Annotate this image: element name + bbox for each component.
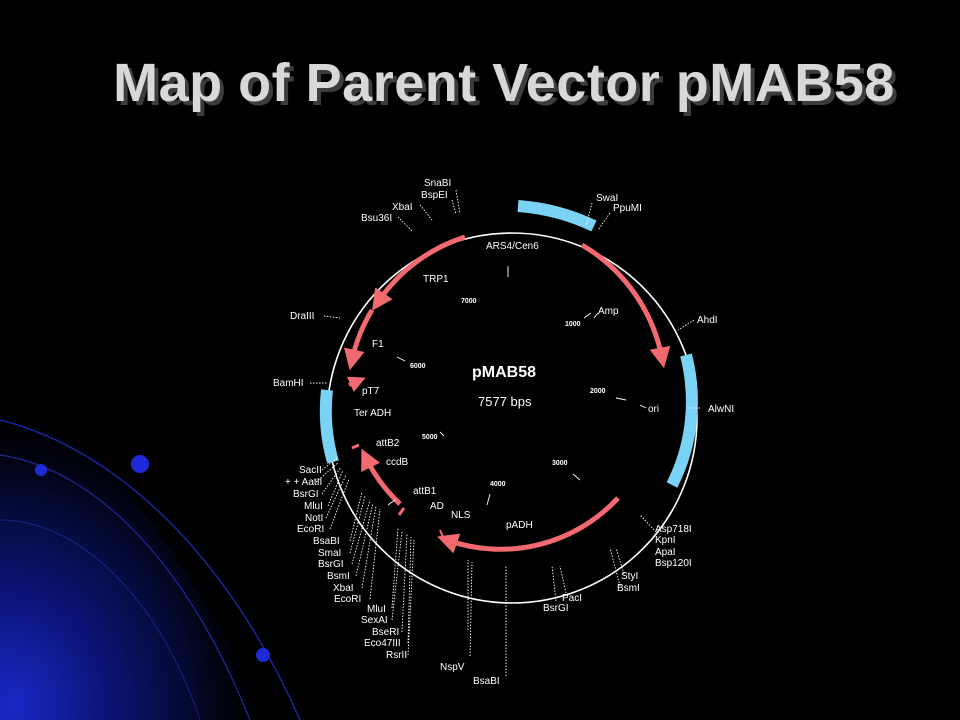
site-label: EcoRI [297, 524, 324, 535]
site-label: MluI [367, 604, 386, 615]
position-tick: 1000 [565, 321, 581, 328]
decor-dot [131, 455, 149, 473]
marker-block [517, 200, 597, 232]
site-label: BsmI [327, 571, 350, 582]
feature-arrow [439, 529, 446, 543]
site-label: AhdI [697, 315, 718, 326]
feature-arrow [346, 376, 366, 393]
feature-arrow [397, 507, 406, 516]
feature-label: ori [648, 404, 659, 415]
feature-label: F1 [372, 339, 384, 350]
feature-label: ARS4/Cen6 [486, 241, 539, 252]
plasmid-name: pMAB58 [472, 364, 536, 381]
site-label: PacI [562, 593, 582, 604]
site-label: SacII [299, 465, 322, 476]
decor-dot [256, 648, 270, 662]
feature-arrow [361, 448, 402, 506]
feature-arrow [351, 443, 360, 450]
site-label: DraIII [290, 311, 314, 322]
position-tick: 3000 [552, 460, 568, 467]
feature-arrow [437, 496, 620, 554]
site-label: KpnI [655, 535, 676, 546]
feature-arrow [580, 242, 671, 369]
site-label: BsaBI [313, 536, 340, 547]
site-label: RsrII [386, 650, 407, 661]
site-label: SwaI [596, 193, 618, 204]
site-label: BsrGI [293, 489, 319, 500]
site-label: Bsp120I [655, 558, 692, 569]
feature-label: Amp [598, 306, 619, 317]
feature-arrow [372, 234, 466, 311]
site-label: ApaI [655, 547, 676, 558]
feature-label: pADH [506, 520, 533, 531]
site-label: XbaI [333, 583, 354, 594]
marker-block [666, 353, 698, 488]
site-label: BseRI [372, 627, 399, 638]
site-label: AlwNI [708, 404, 734, 415]
site-label: Eco47III [364, 638, 401, 649]
position-tick: 6000 [410, 363, 426, 370]
site-label: BsrGI [543, 603, 569, 614]
feature-arrow [344, 308, 375, 371]
site-label: BsrGI [318, 559, 344, 570]
site-label: + + AatII [285, 477, 322, 488]
site-label: PpuMI [613, 203, 642, 214]
site-label: BsaBI [473, 676, 500, 687]
feature-label: TRP1 [423, 274, 449, 285]
site-label: Asp718I [655, 524, 692, 535]
feature-label: attB1 [413, 486, 437, 497]
feature-label: Ter ADH [354, 408, 391, 419]
site-label: BamHI [273, 378, 304, 389]
site-label: MluI [304, 501, 323, 512]
site-label: StyI [621, 571, 638, 582]
decor-dot [35, 464, 47, 476]
site-label: Bsu36I [361, 213, 392, 224]
site-label: SmaI [318, 548, 341, 559]
site-label: NotI [305, 513, 323, 524]
position-tick: 7000 [461, 298, 477, 305]
site-label: SnaBI [424, 178, 451, 189]
site-label: EcoRI [334, 594, 361, 605]
feature-label: AD [430, 501, 444, 512]
plasmid-size: 7577 bps [478, 394, 532, 409]
position-tick: 2000 [590, 388, 606, 395]
position-tick: 4000 [490, 481, 506, 488]
feature-label: NLS [451, 510, 471, 521]
site-label: SexAI [361, 615, 388, 626]
feature-label: attB2 [376, 438, 400, 449]
feature-label: pT7 [362, 386, 380, 397]
site-label: BspEI [421, 190, 448, 201]
site-label: XbaI [392, 202, 413, 213]
feature-label: ccdB [386, 457, 409, 468]
position-tick: 5000 [422, 434, 438, 441]
site-label: BsmI [617, 583, 640, 594]
site-label: NspV [440, 662, 465, 673]
marker-block [319, 389, 339, 464]
slide-title: Map of Parent Vector pMAB58 [113, 53, 895, 113]
